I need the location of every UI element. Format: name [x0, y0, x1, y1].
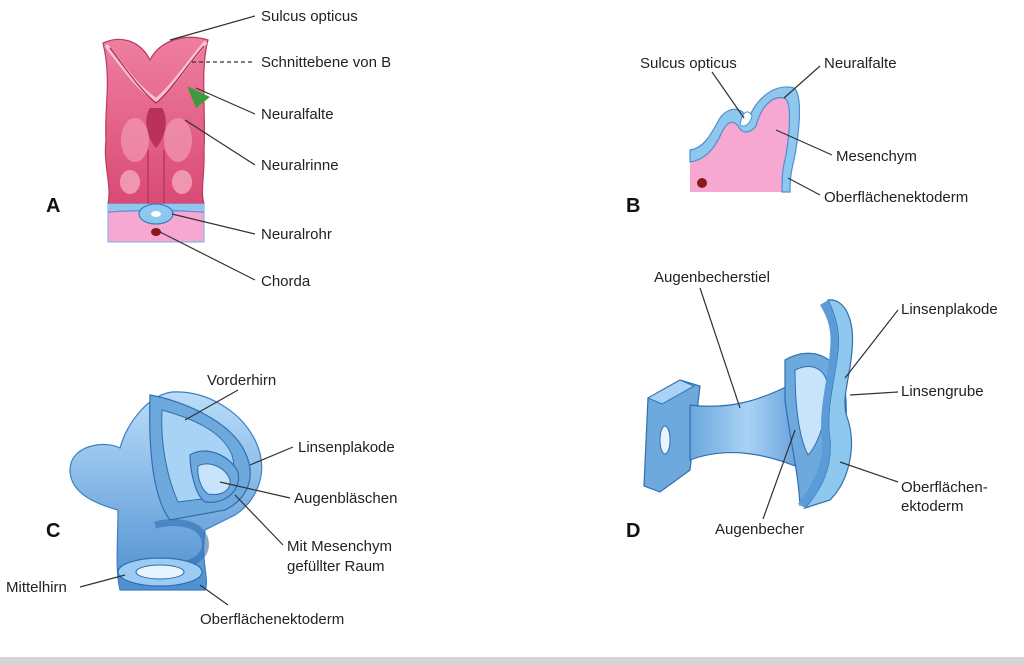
embryo-neural-plate: [102, 36, 209, 205]
label-mesenchym-raum-2: gefüllter Raum: [287, 558, 385, 575]
label-augenbecher: Augenbecher: [715, 521, 804, 538]
label-linsenplakode-c: Linsenplakode: [298, 439, 395, 456]
label-neuralfalte-b: Neuralfalte: [824, 55, 897, 72]
label-mesenchym: Mesenchym: [836, 148, 917, 165]
label-sulcus-opticus-a: Sulcus opticus: [261, 8, 358, 25]
panel-c: C Vorderhirn Linsenplakode Augenbläschen…: [6, 372, 397, 628]
panel-letter-d: D: [626, 520, 640, 542]
cross-section-a: [107, 203, 205, 243]
label-schnittebene: Schnittebene von B: [261, 54, 391, 71]
label-augenbecherstiel: Augenbecherstiel: [654, 269, 770, 286]
panel-letter-b: B: [626, 195, 640, 217]
label-augenblaeschen: Augenbläschen: [294, 490, 397, 507]
panel-b: B Sulcus opticus Neuralfalte Mesenchym O…: [626, 55, 968, 217]
label-oberflaechenektoderm-c: Oberflächenektoderm: [200, 611, 344, 628]
label-oberflaechen-2: ektoderm: [901, 498, 964, 515]
label-neuralfalte-a: Neuralfalte: [261, 106, 334, 123]
label-mittelhirn: Mittelhirn: [6, 579, 67, 596]
panel-a: A Sulcus opticus Schnittebene von B Neur…: [46, 8, 391, 290]
panel-letter-a: A: [46, 195, 60, 217]
label-linsenplakode-d: Linsenplakode: [901, 301, 998, 318]
label-oberflaechen-1: Oberflächen-: [901, 479, 988, 496]
label-neuralrinne: Neuralrinne: [261, 157, 339, 174]
label-sulcus-opticus-b: Sulcus opticus: [640, 55, 737, 72]
label-oberflaechenektoderm-b: Oberflächenektoderm: [824, 189, 968, 206]
label-linsengrube: Linsengrube: [901, 383, 984, 400]
bottom-divider: [0, 657, 1024, 665]
green-arrow-icon: [187, 86, 210, 108]
panel-d: D Augenbecherstiel Linsenplakode Linseng…: [626, 269, 998, 542]
label-chorda: Chorda: [261, 273, 311, 290]
label-vorderhirn: Vorderhirn: [207, 372, 276, 389]
label-mesenchym-raum-1: Mit Mesenchym: [287, 538, 392, 555]
label-neuralrohr: Neuralrohr: [261, 226, 332, 243]
panel-letter-c: C: [46, 520, 60, 542]
